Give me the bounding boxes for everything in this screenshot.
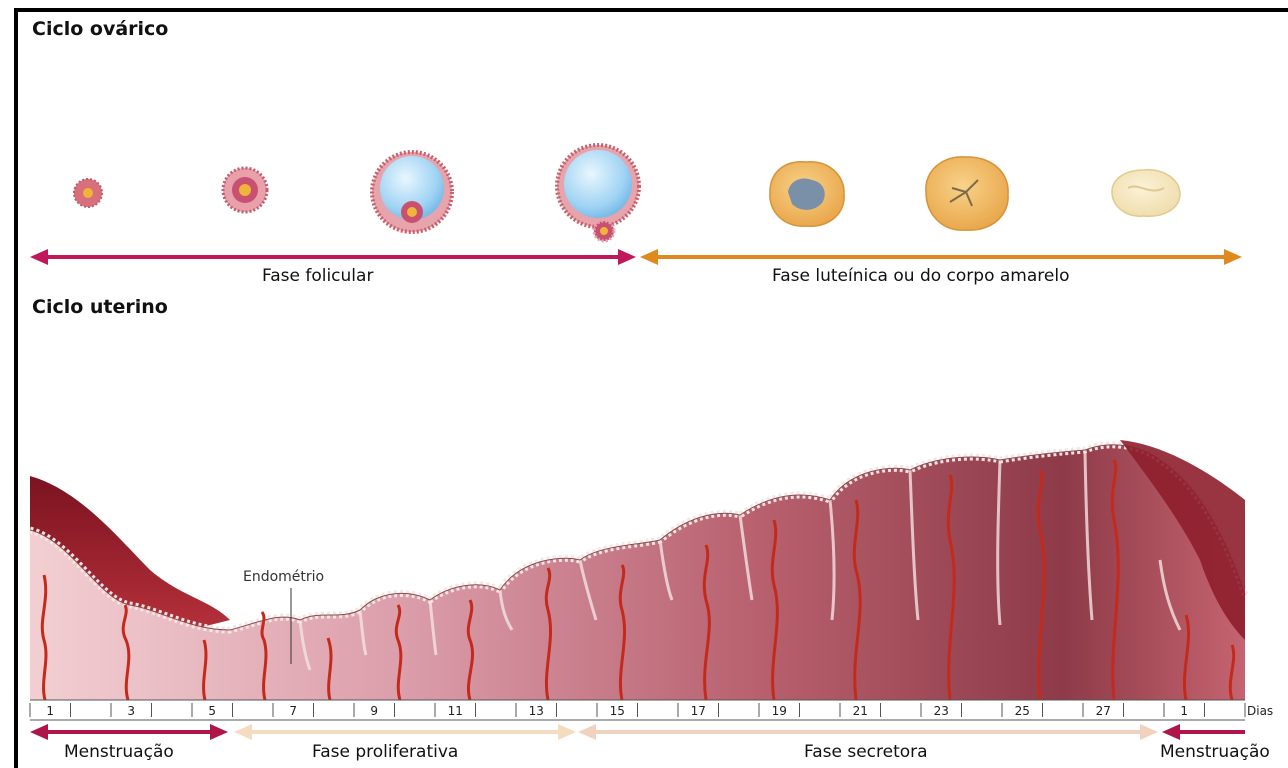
endometrium-illustration [30, 440, 1245, 700]
day-label: 3 [127, 704, 135, 718]
menstruation-end-arrow [1162, 724, 1245, 740]
day-label: 15 [610, 704, 625, 718]
endometrium-label: Endométrio [243, 569, 324, 585]
primary-follicle [223, 168, 267, 212]
day-label: 13 [529, 704, 544, 718]
day-label: 17 [691, 704, 706, 718]
proliferative-arrow [234, 724, 576, 740]
days-axis-label: Dias [1247, 704, 1273, 718]
day-label: 19 [772, 704, 787, 718]
primordial-follicle [74, 179, 102, 207]
day-label: 11 [448, 704, 463, 718]
day-label: 1 [46, 704, 54, 718]
day-label: 5 [208, 704, 216, 718]
secretory-arrow [578, 724, 1158, 740]
corpus-albicans [1112, 170, 1180, 216]
day-label: 27 [1096, 704, 1111, 718]
secondary-follicle [372, 152, 452, 232]
day-label: 9 [370, 704, 378, 718]
day-label: 23 [934, 704, 949, 718]
day-label: 1 [1180, 704, 1188, 718]
corpus-luteum [926, 157, 1008, 230]
menstruation-arrow [30, 724, 228, 740]
day-label: 7 [289, 704, 297, 718]
day-label: 21 [853, 704, 868, 718]
day-label: 25 [1015, 704, 1030, 718]
mature-follicle [557, 145, 639, 241]
corpus-luteum-early [770, 162, 844, 226]
follicular-phase-arrow [30, 249, 636, 265]
luteal-phase-arrow [640, 249, 1242, 265]
